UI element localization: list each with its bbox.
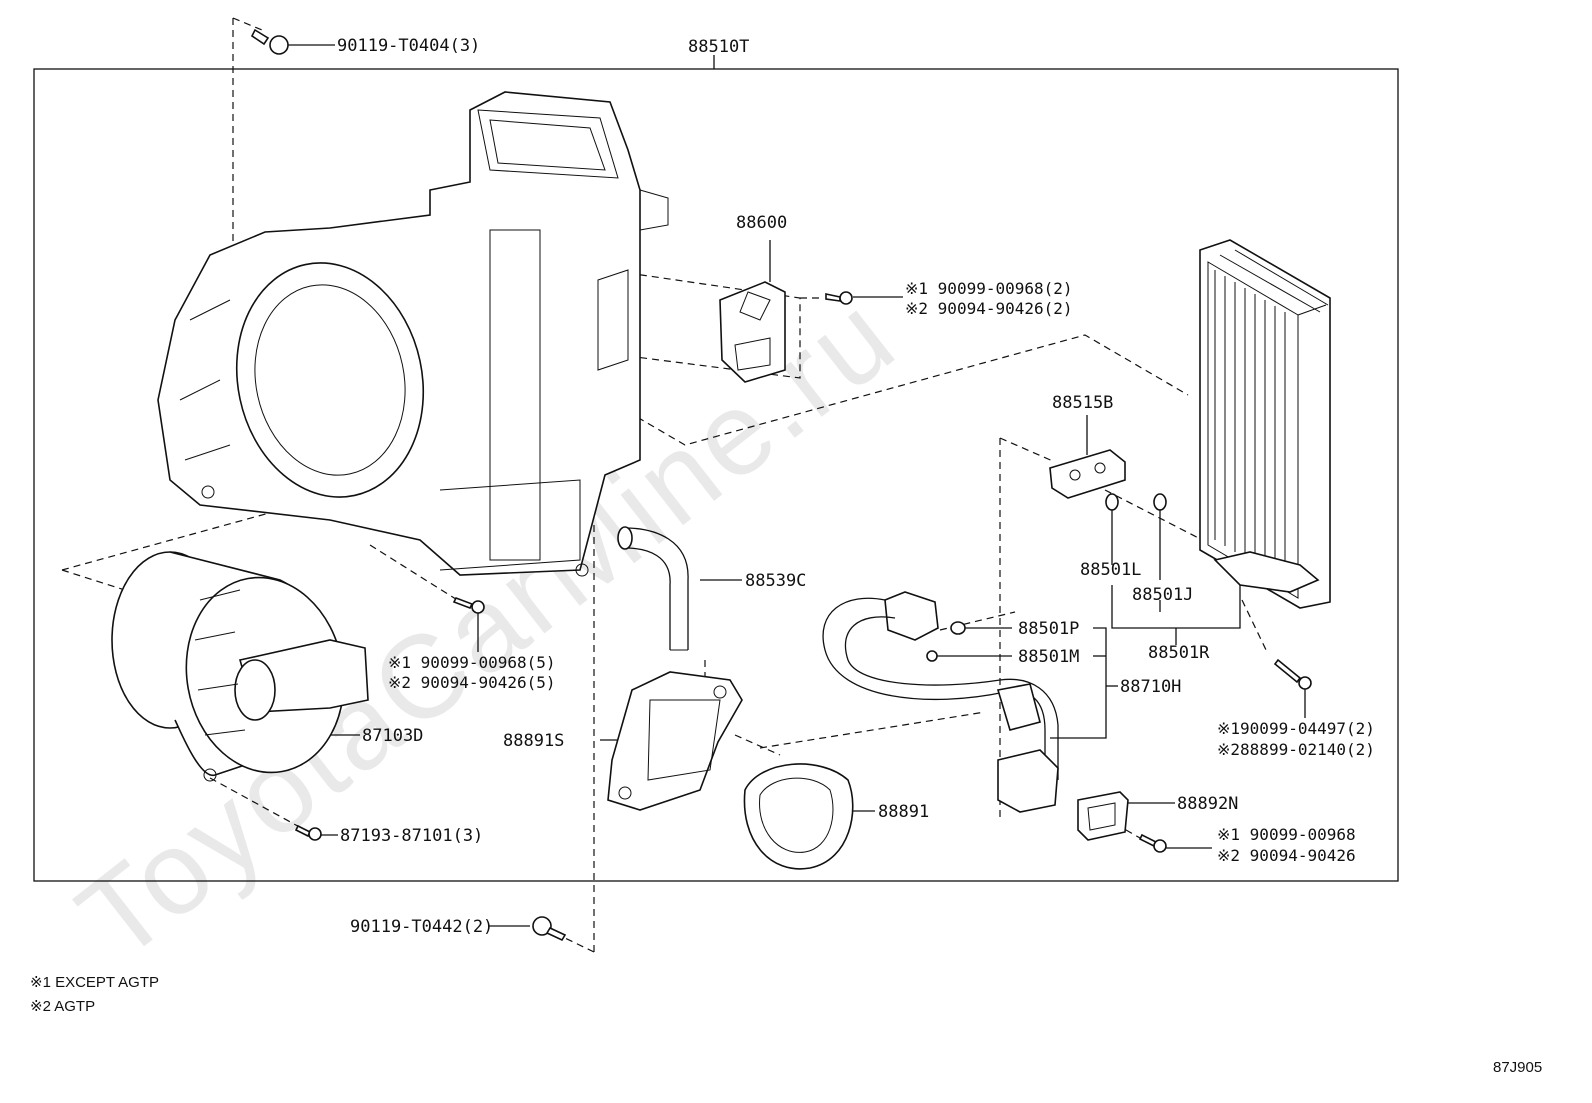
bracket-icon — [1077, 791, 1129, 841]
footnote-agtp: ※2 AGTP — [30, 998, 95, 1015]
label-case-screw-1: ※1 90099-00968(5) — [388, 653, 556, 672]
label-bottom-bolt: 90119-T0442(2) — [350, 917, 493, 937]
expansion-valve-icon — [1049, 449, 1126, 499]
cooler-tube-icon — [822, 591, 1059, 813]
footnote-except-agtp: ※1 EXCEPT AGTP — [30, 974, 159, 991]
blower-motor-icon — [111, 551, 369, 782]
resistor-icon — [719, 281, 786, 383]
label-oring-j: 88501J — [1132, 585, 1193, 605]
label-evap-screw-1: ※190099-04497(2) — [1217, 719, 1375, 738]
o-ring-m-icon — [926, 650, 938, 662]
label-tube: 88710H — [1120, 677, 1181, 697]
label-oring-p: 88501P — [1018, 619, 1079, 639]
resistor-screw-icon — [825, 291, 853, 305]
part-labels: 88510T 90119-T0404(3) 88600 ※1 90099-009… — [337, 36, 1375, 937]
label-grommet: 88891 — [878, 802, 929, 822]
blower-screw-icon — [294, 824, 322, 841]
case-screw-icon — [452, 596, 485, 614]
label-hose: 88539C — [745, 571, 806, 591]
o-ring-l-icon — [1105, 493, 1119, 511]
drain-hose-icon — [617, 526, 689, 651]
label-valve: 88515B — [1052, 393, 1113, 413]
top-bolt-icon — [250, 28, 289, 55]
label-blower: 87103D — [362, 726, 423, 746]
label-oring-m: 88501M — [1018, 647, 1079, 667]
label-bolt-top: 90119-T0404(3) — [337, 36, 480, 56]
o-ring-j-icon — [1153, 493, 1167, 511]
hvac-case — [157, 91, 669, 577]
diagram-code: 87J905 — [1493, 1059, 1542, 1076]
label-resistor-screw-1: ※1 90099-00968(2) — [905, 279, 1073, 298]
label-oring-l: 88501L — [1080, 560, 1141, 580]
label-resistor-screw-2: ※2 90094-90426(2) — [905, 299, 1073, 318]
bottom-bolt-icon — [532, 916, 567, 942]
label-resistor: 88600 — [736, 213, 787, 233]
assembly-frame — [33, 68, 1399, 882]
evaporator-screw-icon — [1273, 658, 1312, 690]
o-ring-p-icon — [950, 621, 966, 635]
grommet-icon — [743, 763, 854, 870]
label-blower-screw: 87193-87101(3) — [340, 826, 483, 846]
label-seal: 88891S — [503, 731, 564, 751]
label-bracket-screw-2: ※2 90094-90426 — [1217, 846, 1356, 865]
label-bracket-screw-1: ※1 90099-00968 — [1217, 825, 1356, 844]
footnotes: ※1 EXCEPT AGTP ※2 AGTP — [30, 974, 159, 1015]
evaporator-icon — [1199, 239, 1331, 609]
label-case-screw-2: ※2 90094-90426(5) — [388, 673, 556, 692]
label-assembly: 88510T — [688, 37, 749, 57]
label-oring-r: 88501R — [1148, 643, 1210, 663]
label-bracket: 88892N — [1177, 794, 1238, 814]
seal-icon — [607, 671, 743, 811]
o-rings — [926, 493, 1167, 662]
bracket-screw-icon — [1138, 833, 1167, 853]
label-evap-screw-2: ※288899-02140(2) — [1217, 740, 1375, 759]
